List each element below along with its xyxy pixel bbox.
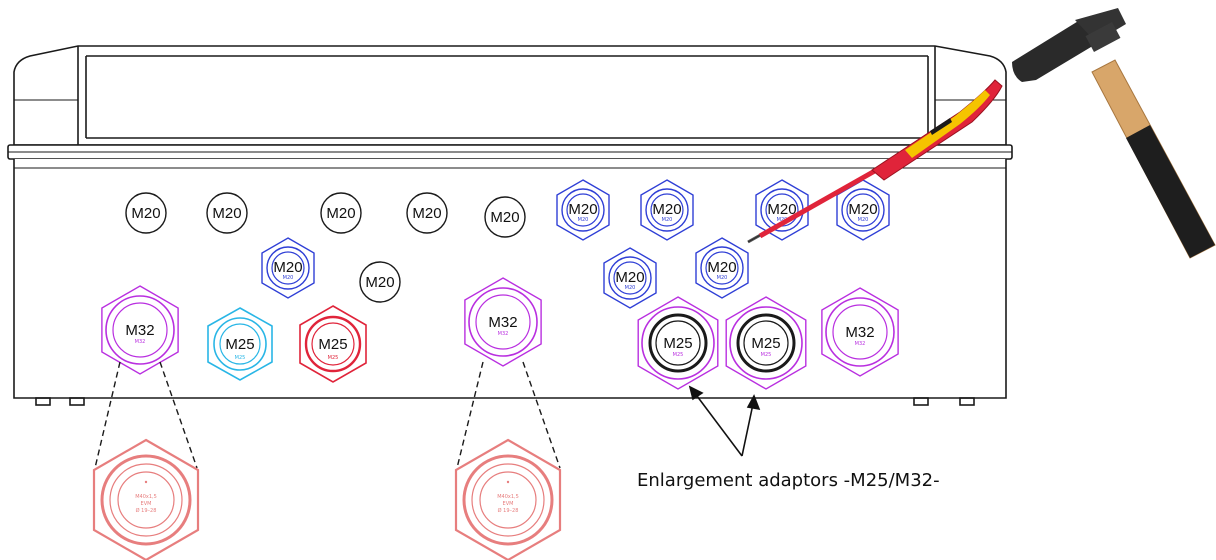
- detail-spec-text: EVM: [503, 501, 514, 507]
- m25-cyan-gland: M25 M25: [207, 307, 273, 381]
- blue-gland-label: M20: [273, 259, 302, 276]
- svg-text:M20: M20: [625, 285, 636, 291]
- enclosure-lid: [13, 45, 1007, 146]
- annotation-arrows: [688, 385, 761, 457]
- enlargement-adaptors-caption: Enlargement adaptors -M25/M32-: [637, 470, 940, 491]
- svg-text:M20: M20: [858, 217, 869, 223]
- plain-hole-label: M20: [131, 205, 160, 222]
- blue-gland-label: M20: [848, 201, 877, 218]
- svg-text:M25: M25: [328, 355, 339, 361]
- svg-text:M25: M25: [761, 352, 772, 358]
- plain-hole-label: M20: [326, 205, 355, 222]
- svg-text:M20: M20: [578, 217, 589, 223]
- svg-text:M25: M25: [235, 355, 246, 361]
- svg-text:M20: M20: [717, 275, 728, 281]
- m25-red-label: M25: [318, 336, 347, 353]
- enclosure-body: [13, 159, 1007, 406]
- enclosure-seam: [7, 144, 1013, 160]
- blue-gland-label: M20: [568, 201, 597, 218]
- adaptor-gland-label: M25: [663, 335, 692, 352]
- detail-spec-text: M40x1,5: [497, 494, 519, 500]
- plain-hole: M20: [125, 192, 167, 234]
- svg-text:M32: M32: [135, 339, 146, 345]
- m32-gland-label: M32: [845, 324, 874, 341]
- m25-red-gland: M25 M25: [299, 305, 367, 383]
- blue-gland-label: M20: [707, 259, 736, 276]
- svg-text:M32: M32: [855, 341, 866, 347]
- svg-text:M20: M20: [283, 275, 294, 281]
- plain-hole-label: M20: [365, 274, 394, 291]
- svg-text:M32: M32: [498, 331, 509, 337]
- m25-cyan-label: M25: [225, 336, 254, 353]
- plain-hole: M20: [320, 192, 362, 234]
- plain-hole: M20: [206, 192, 248, 234]
- svg-text:M20: M20: [777, 217, 788, 223]
- detail-spec-text: Ø 19–28: [498, 507, 519, 514]
- svg-text:M25: M25: [673, 352, 684, 358]
- adaptor-gland-label: M25: [751, 335, 780, 352]
- detail-spec-text: EVM: [141, 501, 152, 507]
- blue-gland-label: M20: [652, 201, 681, 218]
- plain-hole: M20: [359, 261, 401, 303]
- detail-spec-text: Ø 19–28: [136, 507, 157, 514]
- hammer-icon: [1012, 8, 1216, 259]
- plain-hole-label: M20: [212, 205, 241, 222]
- svg-text:M20: M20: [662, 217, 673, 223]
- plain-hole: M20: [484, 196, 526, 238]
- m32-gland-label: M32: [125, 322, 154, 339]
- screwdriver-icon: [747, 79, 1003, 244]
- detail-spec-text: M40x1,5: [135, 494, 157, 500]
- plain-hole-label: M20: [412, 205, 441, 222]
- plain-hole: M20: [406, 192, 448, 234]
- blue-gland-label: M20: [615, 269, 644, 286]
- m32-gland-label: M32: [488, 314, 517, 331]
- detail-projection-lines: [94, 361, 561, 469]
- blue-gland-label: M20: [767, 201, 796, 218]
- plain-hole-label: M20: [490, 209, 519, 226]
